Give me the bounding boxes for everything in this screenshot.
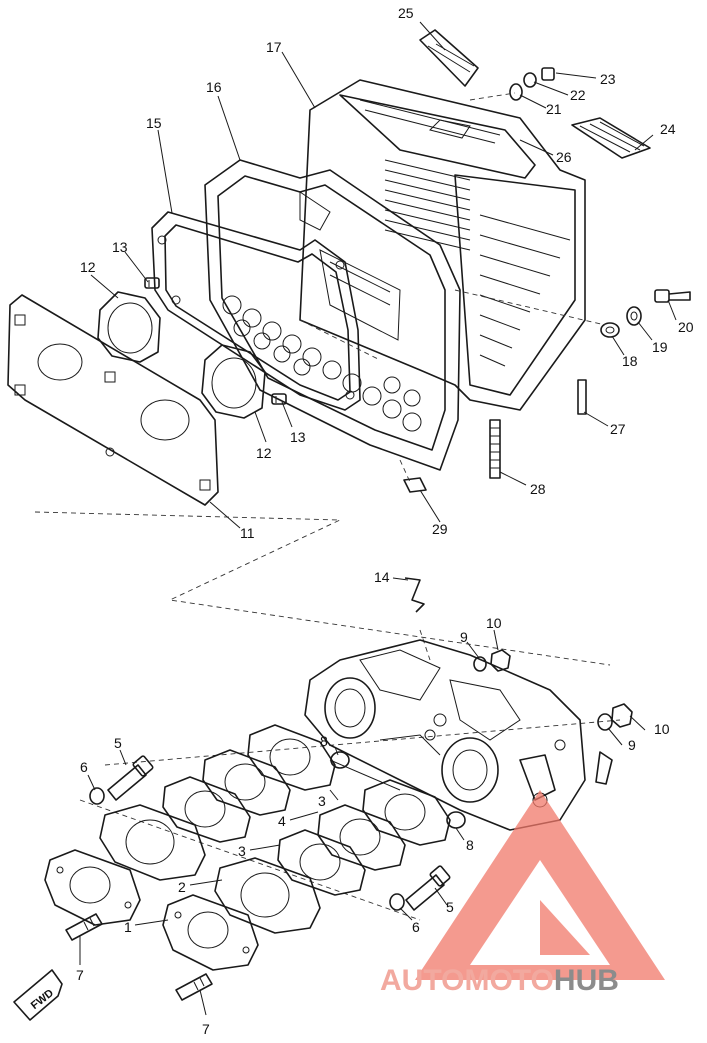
callout-18: 18 <box>622 353 638 369</box>
base-gasket <box>151 211 361 411</box>
carb-gasket-row-lower <box>214 779 451 934</box>
silencer-case <box>299 79 586 411</box>
mounting-plate <box>7 294 219 506</box>
clip-29 <box>403 477 427 493</box>
callout-17: 17 <box>266 39 282 55</box>
watermark-text: AUTOMOTOHUB <box>380 964 619 997</box>
bolt-5-upper <box>107 755 154 801</box>
washer-21 <box>509 83 523 101</box>
leader-lines <box>79 21 677 1016</box>
spring-clip-14 <box>404 577 425 613</box>
grommet-18 <box>600 322 620 338</box>
base-holes <box>222 295 422 432</box>
stud-7-left <box>65 913 103 941</box>
forward-direction-marker: FWD <box>13 969 63 1021</box>
callout-2: 2 <box>178 879 186 895</box>
callout-3-lower: 3 <box>238 843 246 859</box>
callout-1: 1 <box>124 919 132 935</box>
screw-23 <box>541 67 555 81</box>
washer-9-lower <box>597 713 613 731</box>
screw-13-upper <box>144 277 160 289</box>
callout-28: 28 <box>530 481 546 497</box>
stud-7-bottom <box>175 973 213 1001</box>
carb-gasket-front-left <box>44 849 141 926</box>
callout-26: 26 <box>556 149 572 165</box>
bolt-20 <box>654 289 691 303</box>
nut-10-lower <box>611 703 633 728</box>
callout-5-lower: 5 <box>446 899 454 915</box>
washer-6-lower <box>389 893 405 911</box>
callout-14: 14 <box>374 569 390 585</box>
callout-numbers: 25 17 16 15 13 12 23 22 21 24 26 20 19 1… <box>76 5 694 1037</box>
callout-6-upper: 6 <box>80 759 88 775</box>
watermark-logo: AUTOMOTOHUB <box>380 790 665 997</box>
clip-27 <box>577 379 587 415</box>
callout-6-lower: 6 <box>412 919 420 935</box>
callout-21: 21 <box>546 101 562 117</box>
collar-19 <box>626 306 642 326</box>
callout-8-left: 8 <box>320 733 328 749</box>
label-25 <box>419 29 479 87</box>
carb-gasket-row-upper <box>99 724 336 881</box>
callout-20: 20 <box>678 319 694 335</box>
carburetor-assembly <box>304 639 613 831</box>
callout-5-upper: 5 <box>114 735 122 751</box>
callout-16: 16 <box>206 79 222 95</box>
callout-15: 15 <box>146 115 162 131</box>
watermark-text-part2: HUB <box>554 964 619 997</box>
label-24 <box>571 117 651 159</box>
callout-13-lower: 13 <box>290 429 306 445</box>
spacer-8-left <box>330 751 350 769</box>
callout-7-left: 7 <box>76 967 84 983</box>
callout-4: 4 <box>278 813 286 829</box>
watermark-triangle-icon <box>415 790 665 980</box>
callout-23: 23 <box>600 71 616 87</box>
washer-9-upper <box>473 656 487 672</box>
cooling-fins <box>384 159 571 367</box>
silencer-base <box>204 159 461 471</box>
callout-25: 25 <box>398 5 414 21</box>
callout-19: 19 <box>652 339 668 355</box>
callout-29: 29 <box>432 521 448 537</box>
callout-3-upper: 3 <box>318 793 326 809</box>
strip-28 <box>489 419 501 479</box>
callout-9-upper: 9 <box>460 629 468 645</box>
callout-13-upper: 13 <box>112 239 128 255</box>
callout-12-lower: 12 <box>256 445 272 461</box>
washer-22 <box>523 72 537 88</box>
bolt-5-lower <box>405 865 451 911</box>
callout-8-right: 8 <box>466 837 474 853</box>
callout-10-lower: 10 <box>654 721 670 737</box>
watermark-text-part1: AUTOMOTO <box>380 964 554 997</box>
callout-7-bottom: 7 <box>202 1021 210 1037</box>
callout-9-lower: 9 <box>628 737 636 753</box>
callout-24: 24 <box>660 121 676 137</box>
screw-13-lower <box>271 393 287 405</box>
callout-22: 22 <box>570 87 586 103</box>
joint-plate-lower <box>201 344 266 419</box>
callout-27: 27 <box>610 421 626 437</box>
callout-10-upper: 10 <box>486 615 502 631</box>
washer-6-upper <box>89 787 105 805</box>
nut-10-upper <box>490 649 511 672</box>
carb-gasket-front-right <box>162 894 259 971</box>
callout-11: 11 <box>240 525 255 541</box>
joint-plate-upper <box>97 291 161 363</box>
callout-12-upper: 12 <box>80 259 96 275</box>
